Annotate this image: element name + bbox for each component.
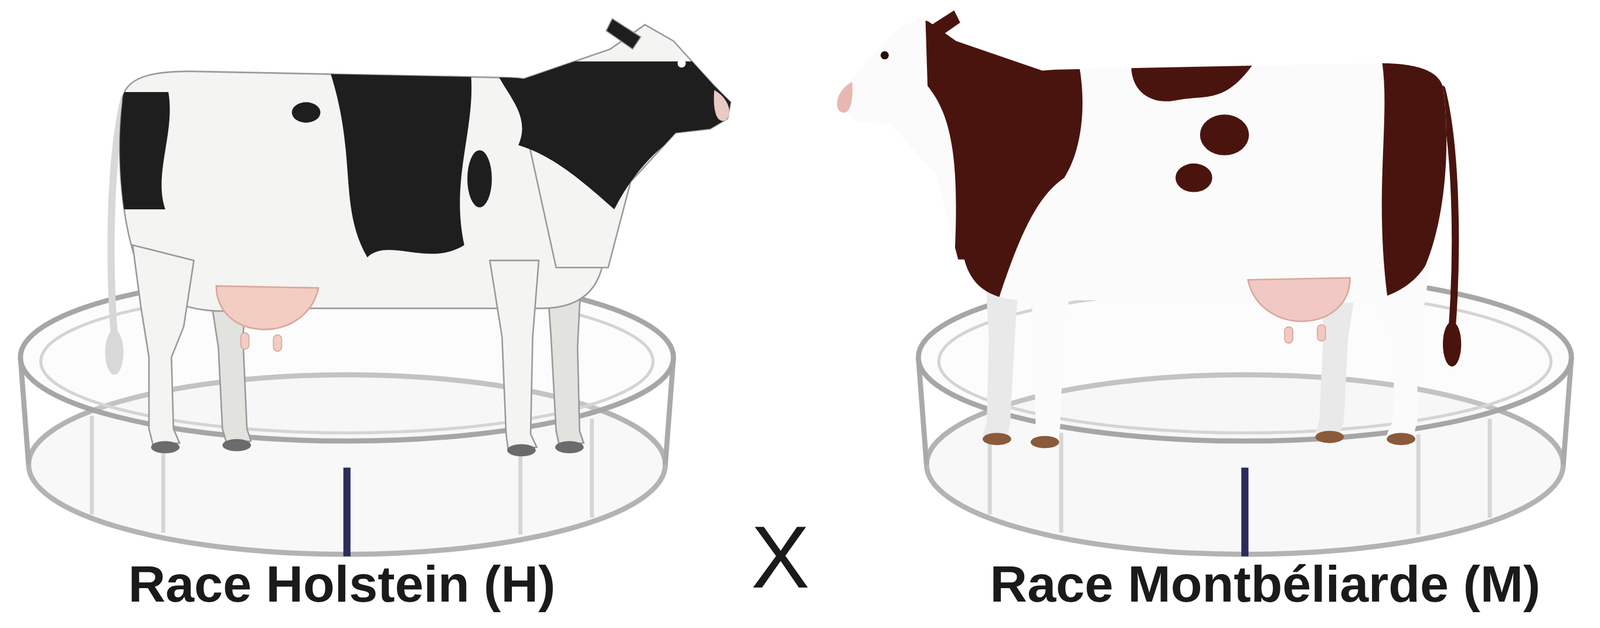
cow-hoof — [982, 432, 1012, 445]
coat-patches — [102, 61, 735, 258]
cow-hoof — [222, 439, 251, 452]
dish-highlight — [1059, 432, 1064, 533]
cow-muzzle — [837, 82, 853, 114]
coat-patch — [1130, 53, 1260, 102]
montbeliarde-cow — [835, 10, 1464, 449]
cow-udder — [1248, 277, 1351, 322]
coat-patch — [925, 20, 1083, 311]
breed-label: Race Montbéliarde (M) — [990, 555, 1541, 613]
cow-eye — [880, 51, 889, 60]
petri-dish — [918, 273, 1572, 557]
marker-line — [1241, 467, 1249, 556]
coat-patch — [102, 92, 171, 210]
cow-tail-tuft — [104, 329, 124, 375]
coat-patches — [925, 20, 1465, 321]
cow-hoof — [151, 440, 180, 454]
breed-label-holder: Race Montbéliarde (M) — [990, 555, 1541, 613]
cow-teat — [273, 334, 282, 352]
cow-hoof — [1030, 435, 1060, 448]
coat-spot — [467, 150, 492, 207]
cow-hoof — [1315, 430, 1344, 444]
cow-udder — [216, 286, 319, 330]
cross-symbol-holder: X — [751, 508, 810, 606]
cow-hoof — [507, 443, 536, 457]
cow-ear — [925, 10, 961, 42]
dish-inner-rim — [938, 290, 1551, 434]
cow-teat — [240, 333, 250, 350]
coat-spot — [291, 102, 321, 123]
cow-muzzle — [714, 89, 730, 121]
cow-ear — [606, 18, 641, 50]
cow-leg — [132, 245, 194, 445]
coat-patch — [1380, 53, 1465, 321]
coat-patch — [491, 61, 735, 210]
cow-eye — [677, 59, 686, 68]
dish-highlight — [589, 418, 594, 518]
marker-line — [343, 467, 351, 556]
breed-label: Race Holstein (H) — [128, 555, 556, 613]
holstein-cow — [102, 18, 735, 457]
cross-symbol: X — [751, 508, 810, 606]
cow-teat — [1317, 324, 1326, 342]
cow-hoof — [1386, 432, 1416, 445]
dish-highlight — [1416, 434, 1421, 535]
coat-patch — [326, 61, 472, 258]
coat-spot — [1175, 163, 1213, 193]
cow-leg — [1027, 252, 1078, 441]
coat-spot — [1200, 114, 1250, 156]
cow-tail-tuft — [1442, 321, 1462, 368]
cow-teat — [1284, 326, 1293, 343]
cow-hoof — [555, 440, 584, 454]
cow-leg — [489, 260, 539, 450]
breed-label-holder: Race Holstein (H) — [128, 555, 556, 613]
dish-highlight — [1488, 418, 1493, 518]
dish-highlight — [89, 415, 94, 515]
